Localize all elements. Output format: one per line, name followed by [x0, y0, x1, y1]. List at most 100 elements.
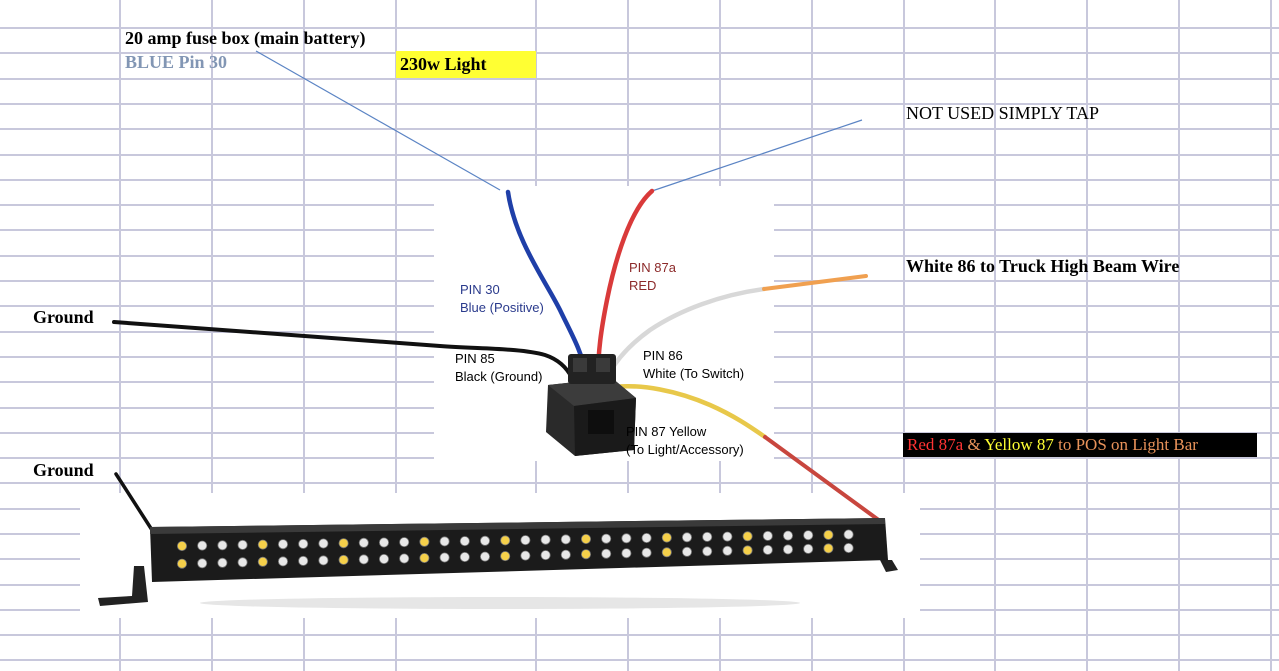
led-pod — [439, 552, 450, 563]
led-pod — [237, 557, 248, 568]
led-pod — [419, 553, 430, 564]
led-pod — [601, 548, 612, 559]
led-pod — [702, 546, 713, 557]
relay-icon — [546, 354, 636, 456]
led-pod — [277, 556, 288, 567]
led-pod — [419, 536, 430, 547]
led-pod — [318, 555, 329, 566]
led-pod — [661, 532, 672, 543]
led-pod — [257, 556, 268, 567]
led-pod — [298, 555, 309, 566]
light-wattage-label: 230w Light — [396, 51, 536, 78]
led-pod — [661, 547, 672, 558]
pos-note-amp: & — [963, 435, 985, 454]
led-pod — [237, 539, 248, 550]
led-pod — [176, 558, 187, 569]
led-pod — [783, 544, 794, 555]
led-pod — [621, 533, 632, 544]
led-pod — [742, 545, 753, 556]
led-pod — [378, 537, 389, 548]
led-pod — [823, 529, 834, 540]
led-pod — [682, 532, 693, 543]
pin85-desc: Black (Ground) — [455, 369, 543, 384]
pos-note-yellow: Yellow 87 — [984, 435, 1054, 454]
led-pod — [399, 553, 410, 564]
pos-light-bar-note: Red 87a & Yellow 87 to POS on Light Bar — [903, 433, 1257, 457]
led-pod — [803, 530, 814, 541]
led-pod — [843, 543, 854, 554]
led-pod — [176, 541, 187, 552]
pin86-label: PIN 86 White (To Switch) — [643, 347, 744, 383]
pin87-desc: (To Light/Accessory) — [626, 442, 744, 457]
led-pod — [641, 533, 652, 544]
led-light-bar-icon — [98, 518, 898, 609]
white-wire-86 — [607, 286, 767, 375]
tap-leader-line — [651, 119, 863, 192]
led-pod — [742, 531, 753, 542]
led-pod — [257, 539, 268, 550]
led-pod — [581, 534, 592, 545]
led-pod — [439, 536, 450, 547]
led-pod — [722, 531, 733, 542]
black-wire-85 — [112, 320, 574, 380]
led-pod — [702, 531, 713, 542]
fuse-leader-line — [255, 50, 501, 191]
red-wire-87a — [595, 188, 655, 381]
led-pod — [277, 539, 288, 550]
not-used-label: NOT USED SIMPLY TAP — [906, 103, 1099, 123]
led-pod — [378, 554, 389, 565]
led-pod — [318, 538, 329, 549]
pin86-title: PIN 86 — [643, 348, 683, 363]
pin87a-label: PIN 87a RED — [629, 259, 676, 295]
pin30-label: PIN 30 Blue (Positive) — [460, 281, 544, 317]
led-pod — [540, 534, 551, 545]
led-array — [176, 529, 854, 569]
led-pod — [520, 535, 531, 546]
red-wire-to-lightbar — [763, 435, 882, 523]
led-pod — [500, 551, 511, 562]
led-pod — [520, 550, 531, 561]
led-pod — [217, 557, 228, 568]
blue-pin-label: BLUE Pin 30 — [125, 52, 228, 72]
pin87-label: PIN 87 Yellow (To Light/Accessory) — [626, 423, 744, 459]
led-pod — [358, 537, 369, 548]
led-pod — [783, 530, 794, 541]
led-pod — [479, 551, 490, 562]
led-pod — [338, 538, 349, 549]
led-pod — [803, 543, 814, 554]
white86-label: White 86 to Truck High Beam Wire — [906, 256, 1180, 276]
pin30-desc: Blue (Positive) — [460, 300, 544, 315]
pin85-label: PIN 85 Black (Ground) — [455, 350, 542, 386]
led-pod — [823, 543, 834, 554]
led-pod — [641, 547, 652, 558]
orange-wire-extension — [762, 274, 868, 291]
led-pod — [843, 529, 854, 540]
ground-label-top: Ground — [33, 307, 94, 327]
led-pod — [459, 552, 470, 563]
led-pod — [197, 558, 208, 569]
blue-wire — [505, 189, 588, 375]
led-pod — [682, 546, 693, 557]
led-pod — [560, 534, 571, 545]
pos-note-tail: to POS on Light Bar — [1053, 435, 1198, 454]
ground-wire-lightbar — [114, 472, 154, 532]
led-pod — [621, 548, 632, 559]
ground-label-bottom: Ground — [33, 460, 94, 480]
led-pod — [762, 544, 773, 555]
led-pod — [197, 540, 208, 551]
fuse-box-label: 20 amp fuse box (main battery) — [125, 28, 366, 48]
yellow-wire-87 — [603, 383, 768, 440]
pin86-desc: White (To Switch) — [643, 366, 745, 381]
led-pod — [560, 549, 571, 560]
pin87a-title: PIN 87a — [629, 260, 676, 275]
pin87a-desc: RED — [629, 278, 657, 293]
led-pod — [601, 533, 612, 544]
led-pod — [338, 554, 349, 565]
led-pod — [581, 549, 592, 560]
led-pod — [298, 538, 309, 549]
led-pod — [500, 535, 511, 546]
led-pod — [358, 554, 369, 565]
led-pod — [479, 535, 490, 546]
led-pod — [399, 537, 410, 548]
